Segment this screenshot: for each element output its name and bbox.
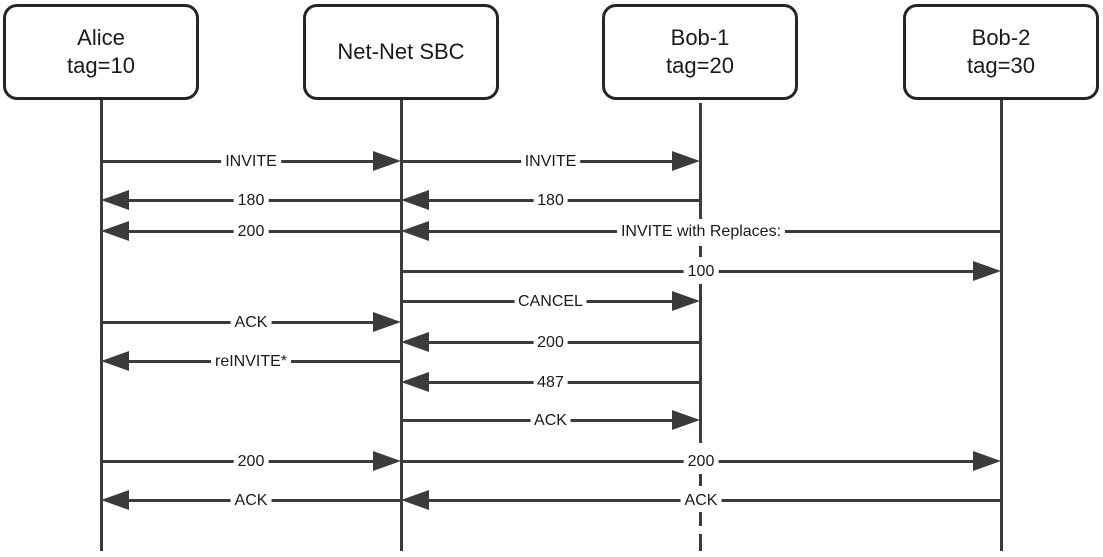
message-label: 200 [233, 452, 269, 471]
message-label: 180 [533, 191, 568, 210]
actor-label-bob2-line1: tag=30 [967, 53, 1035, 78]
lifeline-bob2 [999, 99, 1003, 551]
lifeline-bob1 [698, 512, 702, 526]
arrowhead-icon [373, 312, 401, 332]
message-label: INVITE [520, 152, 581, 171]
actor-label-sbc-line0: Net-Net SBC [337, 39, 465, 64]
arrowhead-icon [101, 351, 129, 371]
arrowhead-icon [373, 151, 401, 171]
actor-label-alice-line1: tag=10 [67, 53, 135, 78]
actor-label-bob1-line0: Bob-1 [670, 25, 730, 50]
lifeline-alice [99, 99, 103, 551]
message-label: ACK [680, 491, 722, 510]
arrowhead-icon [401, 372, 429, 392]
arrowhead-icon [672, 410, 700, 430]
arrowhead-icon [401, 332, 429, 352]
message-label: 200 [533, 333, 568, 352]
arrowhead-icon [373, 451, 401, 471]
message-label: ACK [230, 491, 272, 510]
lifeline-bob1 [698, 246, 702, 257]
arrowhead-icon [101, 190, 129, 210]
message-label: INVITE [221, 152, 281, 171]
actor-label-alice-line0: Alice [77, 25, 125, 50]
arrowhead-icon [101, 221, 129, 241]
actor-box-bob2: Bob-2 tag=30 [903, 4, 1099, 100]
message-label: INVITE with Replaces: [616, 222, 786, 241]
arrowhead-icon [401, 490, 429, 510]
lifeline-sbc [399, 98, 403, 551]
message-label: ACK [230, 313, 272, 332]
arrowhead-icon [672, 151, 700, 171]
arrowhead-icon [401, 221, 429, 241]
lifeline-bob1 [698, 284, 702, 443]
actor-box-sbc: Net-Net SBC [303, 4, 499, 100]
message-label: reINVITE* [210, 352, 292, 371]
actor-label-bob2-line0: Bob-2 [971, 25, 1031, 50]
arrowhead-icon [973, 451, 1001, 471]
message-label: 487 [533, 373, 568, 392]
arrowhead-icon [101, 490, 129, 510]
message-label: 200 [683, 452, 719, 471]
message-label: CANCEL [514, 292, 587, 311]
lifeline-bob1 [698, 534, 702, 551]
arrowhead-icon [672, 291, 700, 311]
message-label: 200 [233, 222, 269, 241]
message-label: 100 [683, 262, 719, 281]
arrowhead-icon [973, 261, 1001, 281]
actor-label-bob1-line1: tag=20 [666, 53, 734, 78]
message-label: 180 [233, 191, 269, 210]
actor-box-bob1: Bob-1 tag=20 [602, 4, 798, 100]
lifeline-bob1 [698, 474, 702, 486]
message-label: ACK [530, 411, 571, 430]
actor-box-alice: Alice tag=10 [3, 4, 199, 100]
arrowhead-icon [401, 190, 429, 210]
lifeline-bob1 [698, 103, 702, 219]
